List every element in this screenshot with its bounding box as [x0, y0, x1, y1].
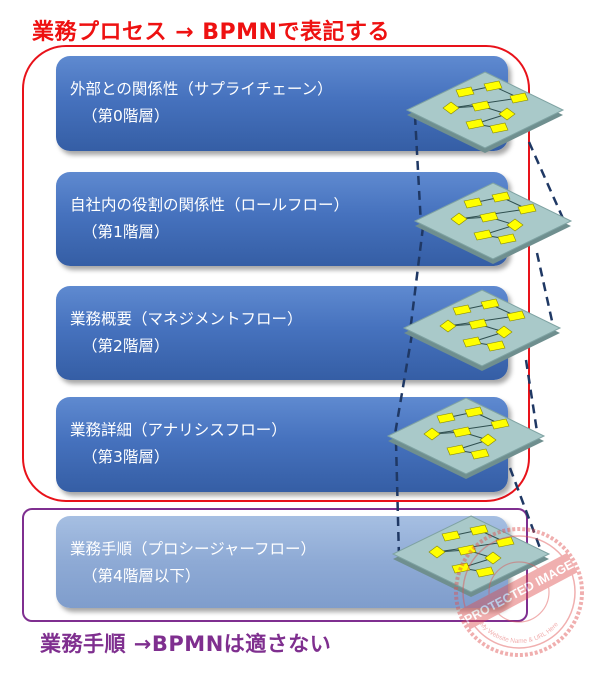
process-plane-4	[391, 515, 551, 597]
plane-surface	[413, 182, 573, 260]
flow-gateway	[423, 427, 441, 441]
level-0-title: 外部との関係性（サプライチェーン）	[70, 80, 333, 98]
flow-task	[463, 197, 483, 209]
plane-surface	[386, 397, 546, 475]
flow-task	[475, 566, 495, 578]
flow-task	[465, 118, 485, 130]
flow-task	[509, 92, 529, 104]
flow-task	[452, 426, 472, 438]
flow-gateway	[442, 101, 460, 115]
flow-task	[464, 406, 484, 418]
flow-task	[491, 191, 511, 203]
flow-gateway	[428, 545, 446, 559]
flow-task	[436, 412, 456, 424]
flow-task	[473, 229, 493, 241]
protected-image-watermark: PROTECTED IMAGE My Website Name & URL He…	[454, 527, 584, 657]
flow-task	[457, 544, 477, 556]
flow-task	[471, 100, 491, 112]
flow-task	[452, 304, 472, 316]
flow-task	[446, 444, 466, 456]
level-4-title: 業務手順（プロシージャーフロー）	[70, 540, 316, 558]
flow-task	[506, 310, 526, 322]
connector-right-2	[524, 359, 540, 439]
process-plane-1	[413, 182, 573, 264]
flow-task	[468, 318, 488, 330]
plane-surface	[402, 289, 562, 367]
flow-gateway	[439, 319, 457, 333]
process-heading: 業務プロセス → BPMNで表記する	[32, 20, 390, 45]
plane-surface	[405, 71, 565, 149]
flow-gateway	[450, 212, 468, 226]
flow-gateway	[479, 433, 497, 447]
flow-task	[497, 233, 517, 245]
connector-left-3	[394, 441, 401, 559]
flow-task	[451, 562, 471, 574]
level-3-layer: （第3階層）	[82, 448, 170, 466]
level-1-bar: 自社内の役割の関係性（ロールフロー） （第1階層）	[56, 172, 508, 266]
flow-task	[517, 203, 537, 215]
flow-task	[483, 80, 503, 92]
level-2-layer: （第2階層）	[82, 337, 170, 355]
level-0-bar: 外部との関係性（サプライチェーン） （第0階層）	[56, 56, 508, 151]
connector-left-0	[413, 115, 423, 226]
flow-task	[441, 530, 461, 542]
level-4-layer: （第4階層以下）	[82, 567, 201, 585]
flow-task	[480, 298, 500, 310]
process-plane-2	[402, 289, 562, 371]
procedure-heading: 業務手順 →BPMNは適さない	[40, 632, 332, 656]
level-2-bar: 業務概要（マネジメントフロー） （第2階層）	[56, 286, 508, 380]
flow-task	[455, 86, 475, 98]
bpmn-process-frame	[22, 45, 530, 502]
flow-gateway	[506, 218, 524, 232]
flow-gateway	[484, 551, 502, 565]
process-plane-3	[386, 397, 546, 479]
connector-right-3	[508, 467, 545, 557]
connector-left-1	[408, 226, 425, 333]
flow-task	[470, 448, 490, 460]
connector-left-2	[392, 333, 414, 441]
level-2-title: 業務概要（マネジメントフロー）	[70, 310, 303, 328]
flow-task	[462, 336, 482, 348]
flow-task	[489, 122, 509, 134]
plane-surface	[391, 515, 551, 593]
flow-gateway	[495, 325, 513, 339]
level-3-title: 業務詳細（アナリシスフロー）	[70, 421, 287, 439]
flow-task	[490, 418, 510, 430]
level-0-layer: （第0階層）	[82, 107, 170, 125]
watermark-text: PROTECTED IMAGE	[462, 557, 576, 626]
level-1-title: 自社内の役割の関係性（ロールフロー）	[70, 196, 350, 214]
connector-right-1	[535, 252, 556, 331]
flow-gateway	[498, 107, 516, 121]
process-plane-0	[405, 71, 565, 153]
flow-task	[486, 340, 506, 352]
level-1-layer: （第1階層）	[82, 223, 170, 241]
watermark-subtext: My Website Name & URL Here	[478, 621, 560, 645]
flow-task	[495, 536, 515, 548]
flow-task	[469, 524, 489, 536]
flow-task	[479, 211, 499, 223]
